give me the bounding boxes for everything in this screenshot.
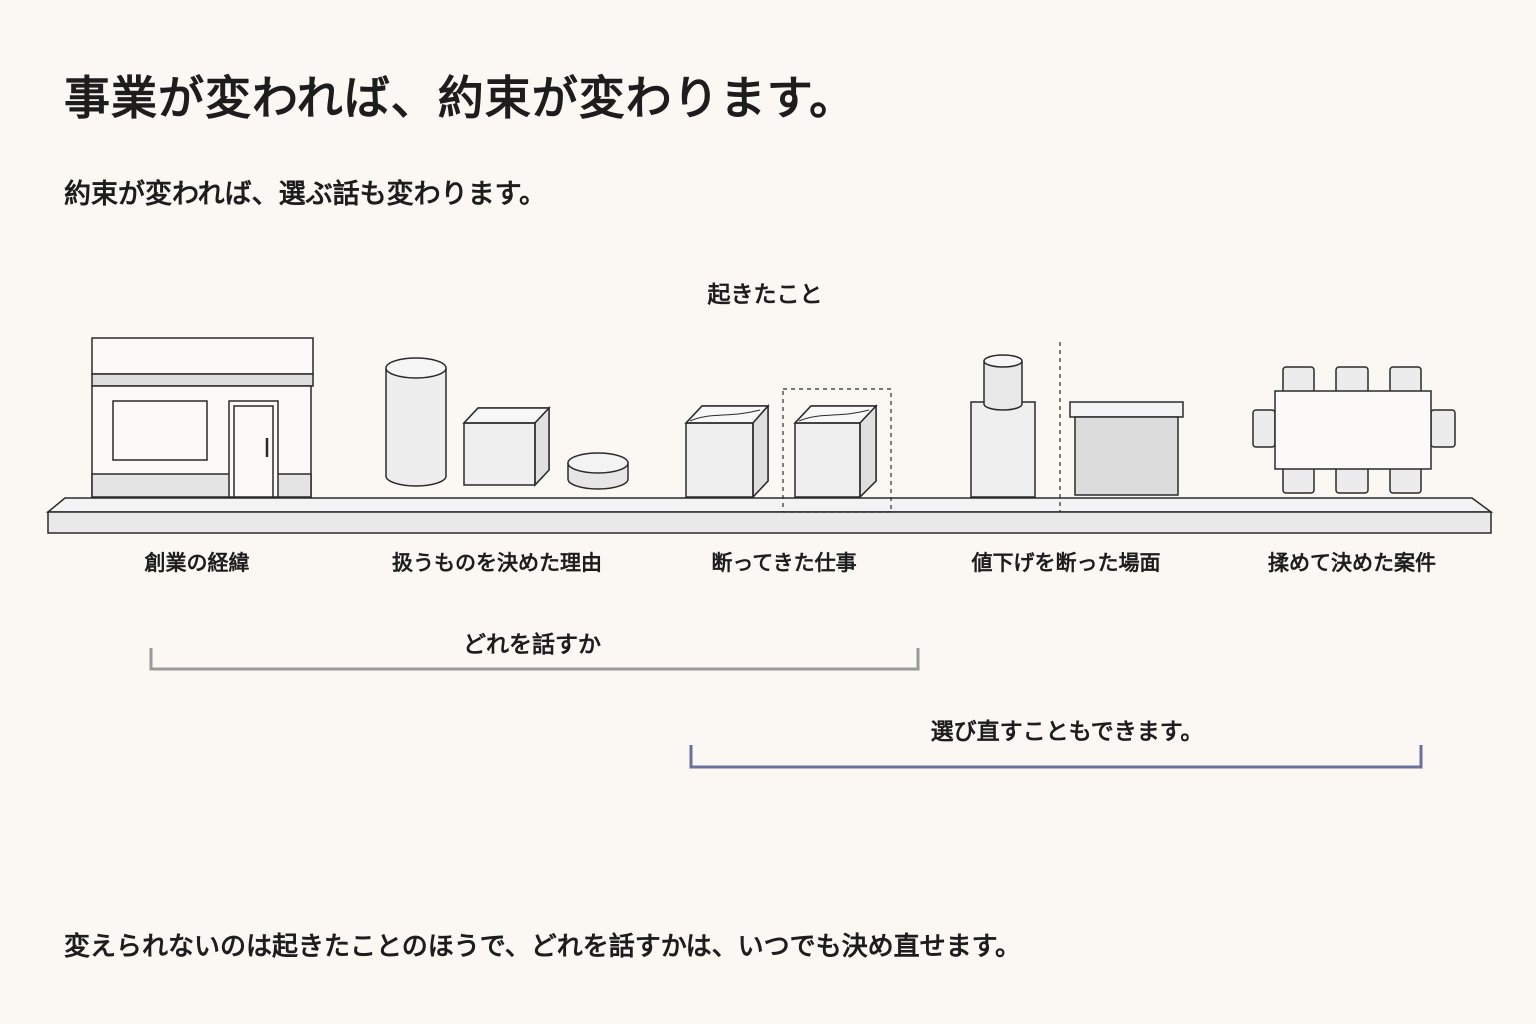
- shelf: [45, 497, 1494, 534]
- page-title: 事業が変われば、約束が変わります。: [64, 71, 857, 125]
- item-label-products: 扱うものを決めた理由: [392, 551, 602, 575]
- meeting-table-icon: [1252, 366, 1456, 494]
- section-label: 起きたこと: [707, 282, 823, 308]
- item-label-declined-work: 断ってきた仕事: [711, 551, 857, 575]
- item-label-declined-discount: 値下げを断った場面: [971, 551, 1161, 575]
- item-label-disputed-case: 揉めて決めた案件: [1268, 551, 1436, 575]
- page-subtitle: 約束が変われば、選ぶ話も変わります。: [64, 179, 546, 210]
- bracket-rechoose-label: 選び直すこともできます。: [930, 719, 1204, 745]
- storefront-icon: [91, 337, 314, 498]
- products-icon: [385, 357, 629, 490]
- item-label-founding: 創業の経緯: [144, 551, 250, 575]
- bracket-which-label: どれを話すか: [463, 632, 601, 658]
- bracket-which: [149, 648, 920, 671]
- bottle-and-tray-icon: [970, 342, 1184, 512]
- boxes-icon: [684, 388, 892, 513]
- bracket-rechoose: [689, 745, 1423, 769]
- footer-text: 変えられないのは起きたことのほうで、どれを話すかは、いつでも決め直せます。: [64, 932, 1022, 962]
